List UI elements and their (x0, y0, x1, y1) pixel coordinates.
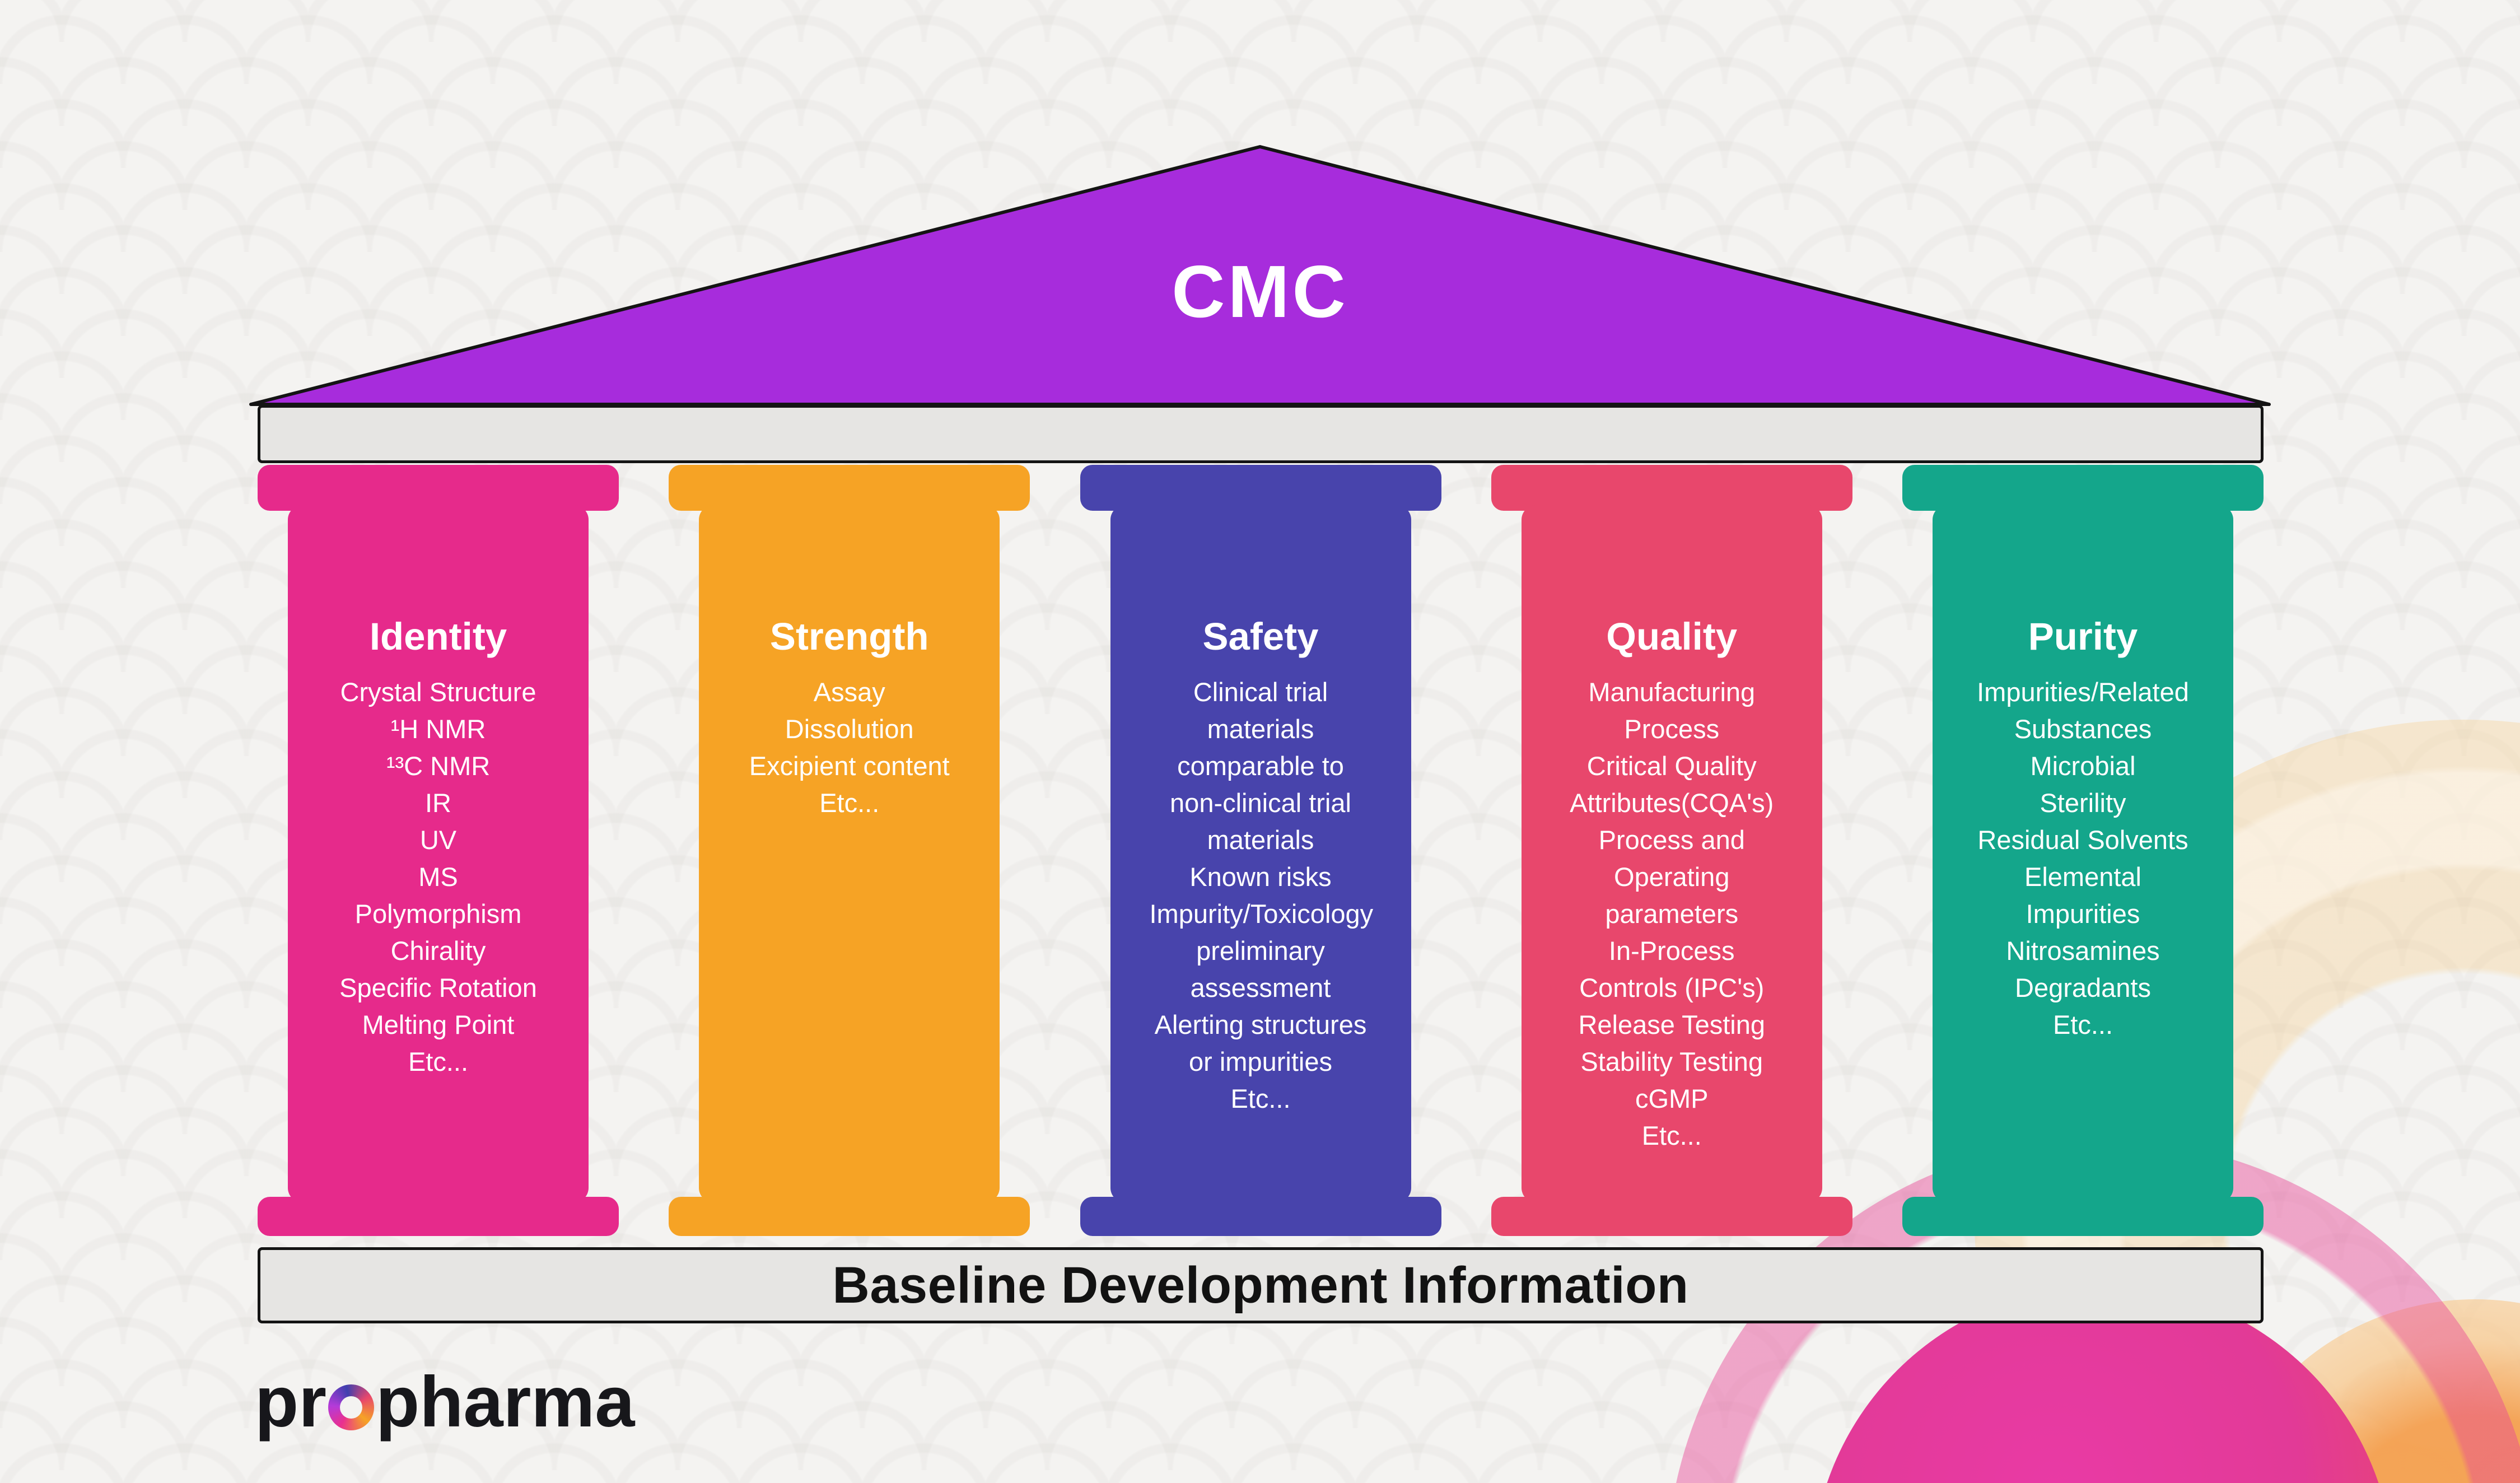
entablature-bar (258, 405, 2264, 463)
pillar-item: Manufacturing Process (1588, 677, 1756, 744)
pillar-item: ¹H NMR (390, 714, 486, 744)
pillar-item: Etc... (1641, 1121, 1702, 1150)
pillar-item: Excipient content (749, 751, 950, 781)
pillar-item: Impurity/Toxicology preliminary assessme… (1149, 899, 1374, 1002)
pillar-item: Release Testing (1578, 1010, 1766, 1039)
pillar-capital (1080, 465, 1441, 511)
pillar-item: Clinical trial materials comparable to n… (1170, 677, 1351, 855)
pillar-base (1902, 1197, 2264, 1236)
pillar-items: Clinical trial materials comparable to n… (1149, 674, 1374, 1117)
pillar-item: Etc... (2052, 1010, 2113, 1039)
pillar-item: Crystal Structure (340, 677, 536, 707)
pillar-item: UV (419, 825, 457, 855)
pillar-item: Specific Rotation (339, 973, 537, 1002)
pillar-capital (258, 465, 619, 511)
pillar-title: Purity (2028, 615, 2138, 658)
pillar-item: Critical Quality Attributes(CQA's) (1570, 751, 1774, 818)
logo-text-pre: pr (255, 1362, 326, 1442)
pillar-capital (1902, 465, 2264, 511)
pillar-item: Alerting structures or impurities (1154, 1010, 1367, 1076)
pillar-item: ¹³C NMR (386, 751, 491, 781)
roof-triangle (249, 145, 2271, 406)
roof-shape (249, 145, 2271, 406)
pillar-base (1080, 1197, 1441, 1236)
pillar-item: Dissolution (785, 714, 914, 744)
pillar-item: Degradants (2015, 973, 2151, 1002)
pillar-item: Melting Point (362, 1010, 515, 1039)
pillar-item: MS (418, 862, 458, 892)
pillar-item: Polymorphism (354, 899, 522, 929)
pillar-base (669, 1197, 1030, 1236)
pillar-item: Elemental Impurities (2024, 862, 2141, 929)
logo-o-hole (340, 1396, 362, 1419)
pillar-title: Safety (1202, 615, 1319, 658)
pillar-item: Etc... (1230, 1084, 1291, 1113)
pillars: Identity Crystal Structure ¹H NMR ¹³C NMR I… (258, 465, 2264, 1247)
pillar-item: Sterility (2040, 788, 2126, 818)
pillar-item: In-Process Controls (IPC's) (1579, 936, 1765, 1002)
pillar-title: Identity (369, 615, 507, 658)
pillar-item: Known risks (1189, 862, 1332, 892)
pillar-item: Impurities/Related Substances (1977, 677, 2189, 744)
pillar-base (1491, 1197, 1852, 1236)
propharma-logo-o-icon (328, 1384, 374, 1430)
pillar-item: Assay (813, 677, 885, 707)
pillar-base (258, 1197, 619, 1236)
pillar-items: Crystal Structure ¹H NMR ¹³C NMR IR UV MS Poly… (327, 674, 549, 1080)
pillar-shaft: Identity Crystal Structure ¹H NMR ¹³C NMR I… (288, 505, 589, 1202)
pillar-item: Residual Solvents (1977, 825, 2188, 855)
pillar-item: Etc... (408, 1047, 469, 1076)
pillar-safety: Safety Clinical trial materials comparab… (1080, 465, 1441, 1247)
pillar-capital (1491, 465, 1852, 511)
base-title: Baseline Development Information (832, 1256, 1689, 1314)
pillar-item: Etc... (819, 788, 880, 818)
pillar-item: IR (425, 788, 451, 818)
pillar-capital (669, 465, 1030, 511)
pillar-item: Stability Testing (1580, 1047, 1763, 1076)
pillar-item: Nitrosamines (2006, 936, 2160, 966)
roof-title: CMC (1172, 250, 1348, 333)
propharma-logo: pr pharma (255, 1361, 634, 1443)
pillar-shaft: Safety Clinical trial materials comparab… (1110, 505, 1411, 1202)
pillar-item: Microbial (2030, 751, 2136, 781)
base-bar: Baseline Development Information (258, 1247, 2264, 1323)
pillar-item: cGMP (1635, 1084, 1709, 1113)
pillar-title: Strength (769, 615, 929, 658)
logo-text-post: pharma (376, 1362, 635, 1442)
pillar-item: Chirality (390, 936, 486, 966)
pillar-identity: Identity Crystal Structure ¹H NMR ¹³C NMR I… (258, 465, 619, 1247)
pillar-item: Process and Operating parameters (1598, 825, 1745, 929)
pillar-title: Quality (1606, 615, 1738, 658)
